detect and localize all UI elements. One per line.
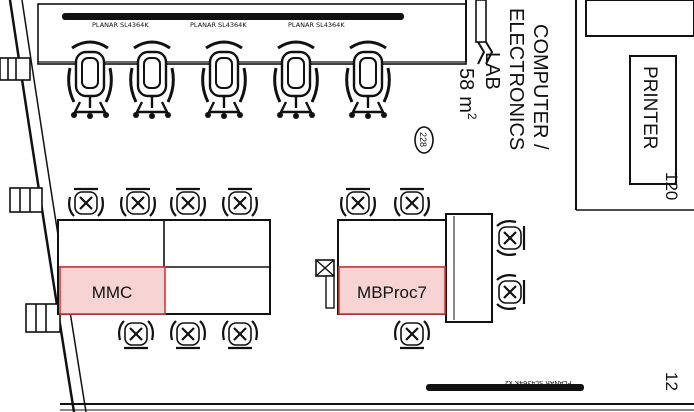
task-chair-icon [170, 187, 206, 217]
printer-box [629, 55, 677, 185]
area-value: 58 [455, 68, 477, 90]
monitor-label: PLANAR SL4364K [190, 21, 247, 29]
mbproc-desk-highlight [338, 266, 446, 315]
room-number-tag [414, 126, 434, 154]
swivel-chair-icon [201, 40, 247, 119]
mbproc-label: MBProc7 [357, 283, 427, 302]
room-area: 58 m2 [455, 68, 479, 120]
door-frame [475, 0, 487, 43]
room-name-line: ELECTRONICS [505, 8, 527, 150]
area-exponent: 2 [465, 113, 479, 120]
monitor-label-bottom: PLANAR SL4364K x2 [505, 379, 572, 387]
task-chair-icon [170, 320, 206, 350]
monitor-label: PLANAR SL4364K [92, 21, 149, 29]
swivel-chair-icon [129, 40, 175, 119]
task-chair-icon [222, 320, 258, 350]
swivel-chair-icon [273, 40, 319, 119]
side-table [445, 213, 493, 323]
task-chair-icon [68, 187, 104, 217]
task-chair-icon [222, 187, 258, 217]
area-unit: m [455, 96, 477, 113]
door-swing [477, 41, 486, 65]
desk-cluster-left: MMC [57, 219, 271, 315]
task-chairs [68, 187, 526, 350]
task-chair-icon [394, 187, 430, 217]
swivel-chairs [67, 40, 391, 119]
room-name-line: LAB [481, 52, 503, 90]
edge-number: 120 [662, 172, 681, 200]
mmc-desk-highlight [59, 266, 166, 315]
task-chair-icon [118, 320, 154, 350]
room-name-line: COMPUTER / [529, 24, 551, 150]
wall-columns [0, 57, 61, 333]
bottom-monitor-bar [426, 384, 584, 391]
mmc-label: MMC [92, 283, 133, 302]
desk-cluster-right: MBProc7 [315, 213, 493, 323]
task-chair-icon [496, 220, 526, 256]
task-chair-icon [394, 320, 430, 350]
curved-wall-inner [21, 0, 87, 412]
printer-label: PRINTER [639, 66, 660, 149]
monitor-labels: PLANAR SL4364K PLANAR SL4364K PLANAR SL4… [92, 21, 571, 387]
upper-right-room [585, 0, 694, 37]
task-chair-icon [340, 187, 376, 217]
edge-number: 12 [662, 372, 681, 391]
top-monitor-bar [62, 13, 404, 20]
swivel-chair-icon [345, 40, 391, 119]
svg-text:58m2: 58 m2 [455, 68, 479, 120]
task-chair-icon [120, 187, 156, 217]
task-chair-icon [496, 274, 526, 310]
room-label: COMPUTER / ELECTRONICS LAB 58 m2 228 [414, 8, 551, 154]
swivel-chair-icon [67, 40, 113, 119]
room-number: 228 [418, 132, 428, 147]
monitor-label: PLANAR SL4364K [288, 21, 345, 29]
